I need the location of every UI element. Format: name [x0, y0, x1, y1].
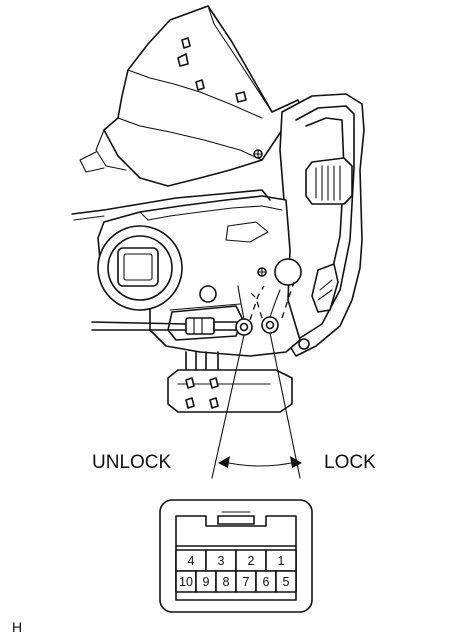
lock-housing-bracket	[79, 5, 306, 187]
lock-cable	[91, 281, 295, 336]
lever-travel-indicator	[211, 332, 302, 479]
lock-body	[71, 189, 302, 357]
pin-label-1: 1	[278, 554, 285, 568]
motor-case	[253, 93, 365, 357]
lock-label: LOCK	[324, 452, 376, 473]
unlock-label: UNLOCK	[92, 452, 172, 473]
pin-label-2: 2	[248, 554, 255, 568]
pin-label-9: 9	[203, 575, 210, 589]
latch-block	[167, 351, 293, 413]
pin-label-7: 7	[243, 575, 250, 589]
pin-label-5: 5	[283, 575, 290, 589]
pin-label-8: 8	[223, 575, 230, 589]
connector-inner-wall	[175, 515, 297, 601]
pin-label-4: 4	[188, 554, 195, 568]
figure-code: H	[12, 619, 22, 635]
connector: 4 3 2 1 10 9 8 7 6 5	[159, 499, 313, 613]
pin-cell-5	[275, 570, 297, 593]
pin-label-10: 10	[179, 575, 193, 589]
pin-label-3: 3	[218, 554, 225, 568]
pin-label-6: 6	[263, 575, 270, 589]
